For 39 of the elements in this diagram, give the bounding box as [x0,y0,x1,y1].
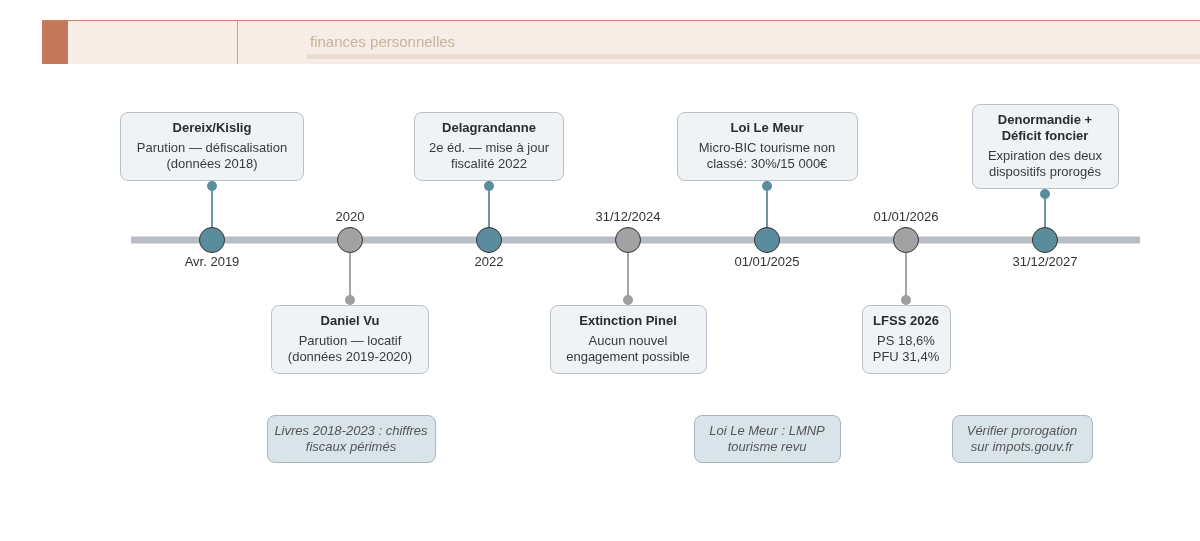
event-description: Expiration des deux dispositifs prorogés [986,148,1104,180]
date-label: 31/12/2027 [1012,254,1078,269]
date-label: 01/01/2025 [734,254,800,269]
event-title: Dereix/Kislig [171,120,253,136]
event-description: Parution — défiscalisation (données 2018) [135,140,289,172]
date-label: 31/12/2024 [595,209,661,224]
event-card [414,112,564,181]
connector-stem [345,252,355,306]
connector-stem [901,252,911,306]
event-card [676,112,858,181]
callout-note: Loi Le Meur : LMNP tourisme revu [693,415,841,463]
event-title: Daniel Vu [319,313,381,329]
connector-stem [623,252,633,306]
event-description: Aucun nouvel engagement possible [565,333,691,365]
date-label: 01/01/2026 [873,209,939,224]
event-card [271,305,429,374]
connector-stem [484,180,494,228]
date-label: Avr. 2019 [184,254,240,269]
event-description: Micro-BIC tourisme non classé: 30%/15 000€ [697,140,837,172]
event-description: Parution — locatif (données 2019-2020) [286,333,414,365]
event-title: LFSS 2026 [872,313,940,329]
event-card [971,104,1119,189]
event-title: Extinction Pinel [578,313,678,329]
tagline: finances personnelles [310,33,456,50]
callout-note: Vérifier prorogation sur impots.gouv.fr [951,415,1093,463]
connector-stem [207,180,217,228]
connector-stem [1040,188,1050,228]
event-card [861,305,951,374]
event-card [549,305,707,374]
event-title: Denormandie + Déficit foncier [996,112,1094,144]
callout-note: Livres 2018-2023 : chiffres fiscaux périmés [266,415,436,463]
event-description: 2e éd. — mise à jour fiscalité 2022 [428,140,550,172]
date-label: 2022 [474,254,504,269]
event-title: Loi Le Meur [729,120,805,136]
connector-stem [762,180,772,228]
event-description: PS 18,6% PFU 31,4% [871,333,941,365]
event-title: Delagrandanne [441,120,537,136]
event-card [120,112,304,181]
date-label: 2020 [335,209,365,224]
